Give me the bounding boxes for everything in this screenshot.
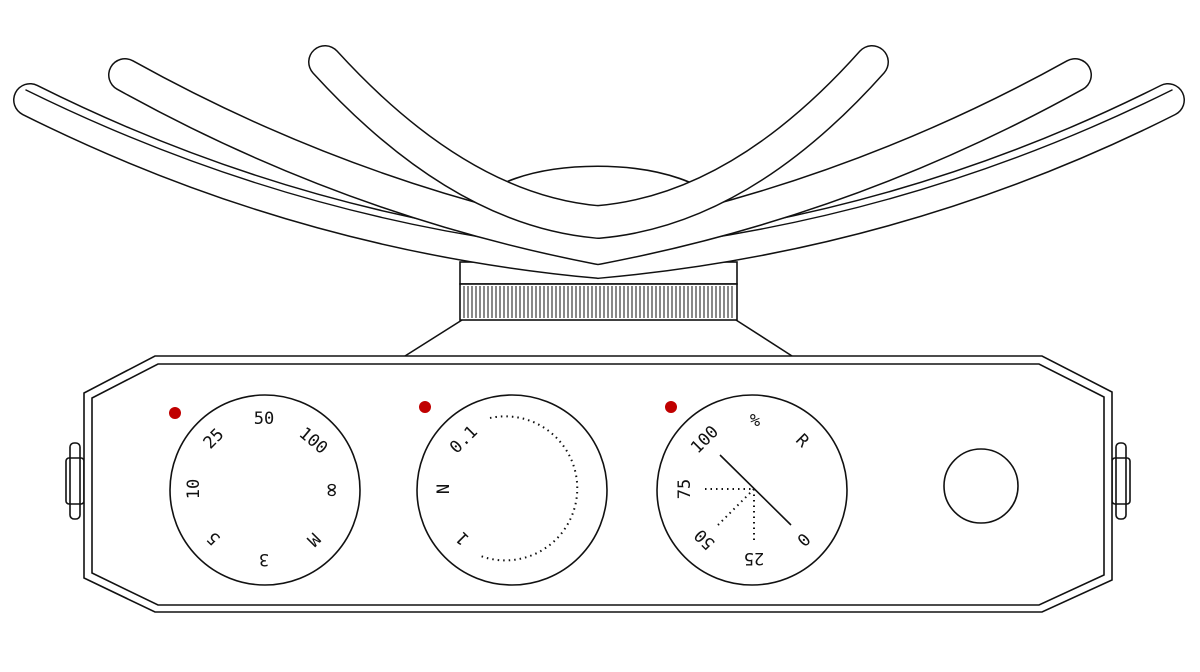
dial-pointer [719,454,792,526]
dial-label: 50 [254,409,274,429]
dial-label: N [434,484,454,494]
dial-label: ∞ [319,483,344,496]
indicator-dot-right [665,401,677,413]
indicator-dot-left [169,407,181,419]
dial-left[interactable] [169,394,361,586]
side-clip-right [1111,457,1131,505]
dial-label: % [750,411,760,431]
knurl-lines [463,286,733,318]
dial-right[interactable] [656,394,848,586]
indicator-dot-middle [419,401,431,413]
dial-label: 75 [675,479,695,499]
round-button[interactable] [943,448,1019,524]
dial-label: 25 [744,548,764,568]
dial-label: 3 [259,549,269,569]
knurled-ring[interactable] [459,283,738,321]
side-clip-left [65,457,85,505]
body-inner [91,363,1105,606]
support-right [735,319,793,357]
dial-label: 10 [184,479,204,499]
flash-tubes [13,45,1185,280]
support-left [404,319,463,357]
